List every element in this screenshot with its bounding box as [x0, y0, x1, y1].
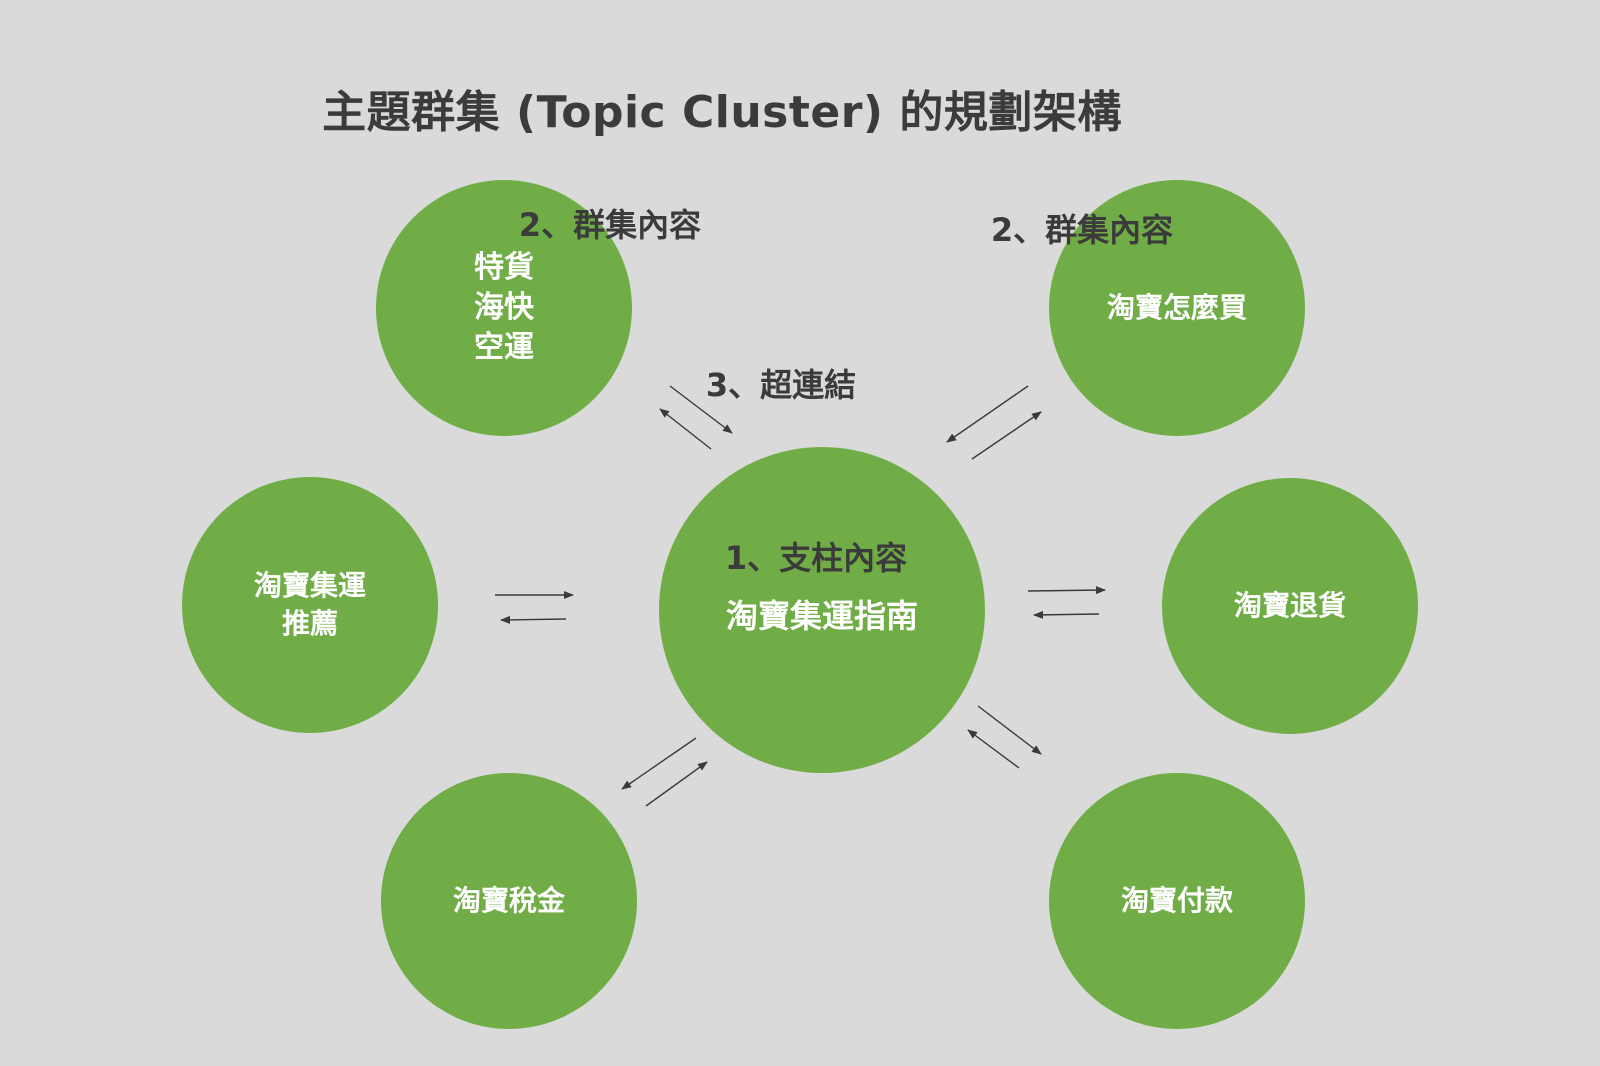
cluster-node-top-right: 淘寶怎麼買 — [1049, 180, 1305, 436]
node-text-line: 推薦 — [281, 607, 338, 640]
node-text-line: 空運 — [474, 330, 534, 365]
pillar-node — [659, 447, 985, 773]
node-text-line: 海快 — [474, 290, 534, 325]
node-text: 淘寶稅金 — [452, 884, 565, 917]
arrow-to-bottom-left — [621, 737, 697, 790]
cluster-content-label-right: 2、群集內容 — [990, 211, 1174, 249]
node-text-line: 特貨 — [474, 250, 534, 285]
arrow-to-top-right — [971, 411, 1042, 460]
hyperlink-label: 3、超連結 — [705, 366, 857, 404]
arrow-to-pillar-from-top-left — [669, 385, 733, 434]
arrow-to-pillar-from-right — [1033, 610, 1100, 619]
arrow-to-left — [500, 615, 567, 624]
cluster-node-right: 淘寶退貨 — [1162, 478, 1418, 734]
cluster-node-bottom-left: 淘寶稅金 — [381, 773, 637, 1029]
arrow-to-pillar-from-bottom-right — [967, 729, 1020, 769]
arrow-to-pillar-from-top-right — [946, 385, 1029, 443]
pillar-content-label: 1、支柱內容 — [724, 539, 908, 577]
node-text: 淘寶退貨 — [1233, 589, 1346, 622]
cluster-node-left: 淘寶集運 推薦 — [182, 477, 438, 733]
cluster-node-bottom-right: 淘寶付款 — [1049, 773, 1305, 1029]
arrow-to-right — [1027, 586, 1106, 595]
node-text: 淘寶付款 — [1120, 884, 1233, 917]
arrow-to-top-left — [659, 408, 712, 450]
cluster-content-label-left: 2、群集內容 — [518, 206, 702, 244]
diagram-title: 主題群集 (Topic Cluster) 的規劃架構 — [322, 87, 1122, 138]
node-text: 淘寶怎麼買 — [1106, 291, 1247, 324]
arrow-to-pillar-from-bottom-left — [645, 761, 708, 807]
node-text-line: 淘寶集運 — [253, 569, 366, 602]
cluster-node-top-left: 特貨 海快 空運 — [376, 180, 632, 436]
arrow-to-bottom-right — [977, 705, 1042, 755]
pillar-node-title: 淘寶集運指南 — [725, 597, 918, 635]
